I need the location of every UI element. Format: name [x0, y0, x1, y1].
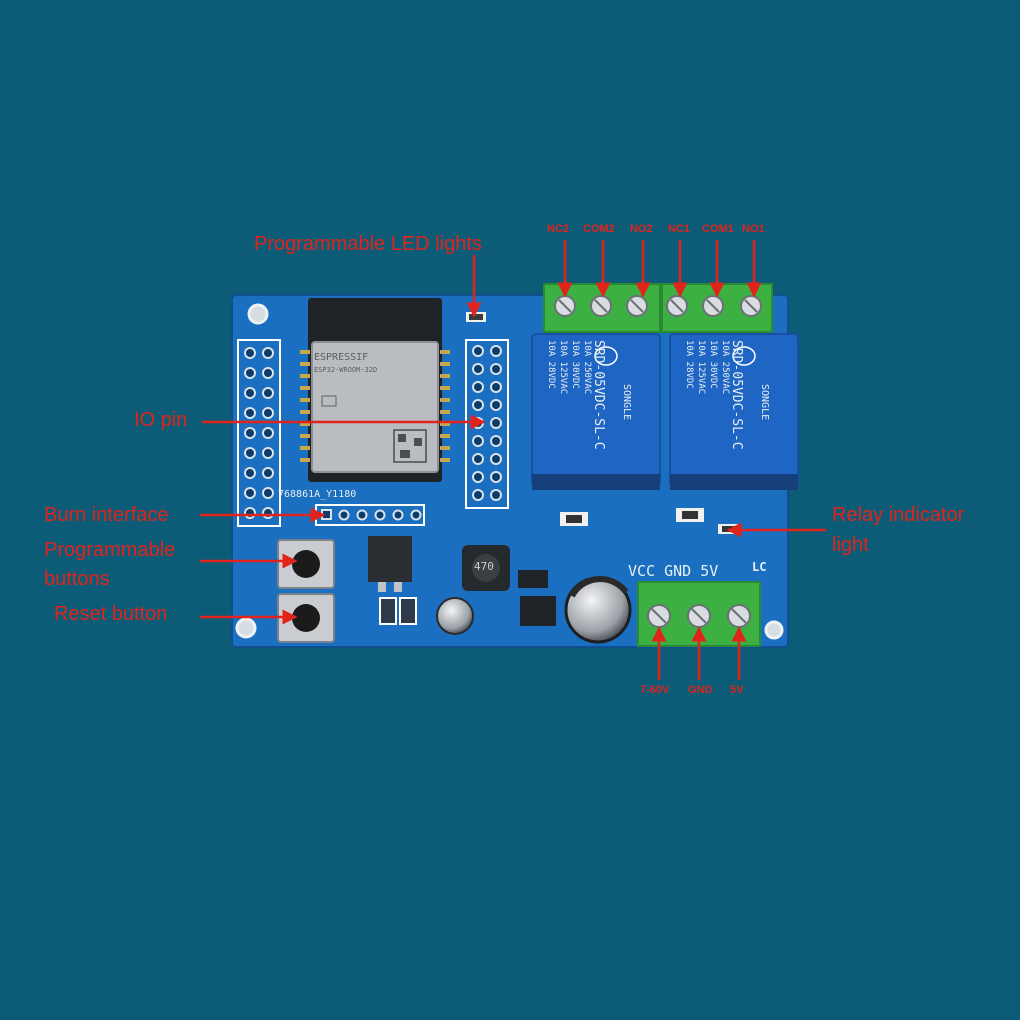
terminal-label-nc2: NC2	[547, 223, 570, 235]
callout-led-lights: Programmable LED lights	[254, 233, 482, 255]
relay-1-rating-d: 10A 28VDC	[684, 340, 694, 389]
relay-2-rating-c: 10A 125VAC	[558, 340, 568, 395]
programmable-leds	[466, 312, 486, 322]
voltage-regulator	[368, 536, 412, 592]
io-pin-header	[465, 339, 509, 509]
esp32-module	[300, 298, 450, 482]
relay-1-rating-b: 10A 30VDC	[708, 340, 718, 389]
left-pin-header	[237, 339, 281, 527]
board-id: 768861A_Y1180	[278, 489, 357, 500]
relay-2-rating-a: 10A 250VAC	[582, 340, 592, 395]
relay-2-rating-d: 10A 28VDC	[546, 340, 556, 389]
inductor-mark: 470	[474, 560, 494, 573]
relay-2-model: SRD-05VDC-SL-C	[591, 340, 606, 450]
driver-ic	[518, 570, 556, 626]
callout-relay-indicator-line1: Relay indicator	[832, 504, 965, 526]
callout-buttons-line1: Programmable	[44, 539, 176, 561]
relay-1-model: SRD-05VDC-SL-C	[729, 340, 744, 450]
relay-1	[669, 333, 799, 490]
terminal-label-no2: NO2	[630, 223, 653, 235]
callout-burn-interface: Burn interface	[44, 504, 169, 526]
power-label-gnd: GND	[688, 684, 713, 696]
relay-indicator-leds	[560, 508, 740, 534]
power-label-vin: 7-60V	[640, 684, 670, 696]
relay-1-rating-a: 10A 250VAC	[720, 340, 730, 395]
power-label-5v: 5V	[730, 684, 744, 696]
module-brand: ESPRESSIF	[314, 352, 369, 363]
module-model: ESP32-WROOM-32D	[314, 366, 378, 374]
callout-relay-indicator-line2: light	[832, 534, 869, 556]
large-electrolytic-capacitor	[564, 576, 632, 644]
annotation-arrows	[200, 240, 826, 680]
terminal-label-com2: COM2	[583, 223, 615, 235]
maker-mark: LC	[752, 560, 767, 574]
burn-interface-header	[315, 504, 425, 526]
relay-2-rating-b: 10A 30VDC	[570, 340, 580, 389]
relay-2-brand: SONGLE	[621, 384, 632, 421]
power-terminal-block	[637, 581, 761, 647]
terminal-label-no1: NO1	[742, 223, 765, 235]
terminal-label-nc1: NC1	[668, 223, 691, 235]
callout-io-pin: IO pin	[134, 409, 188, 431]
reset-button	[277, 593, 335, 643]
callout-buttons-line2: buttons	[44, 568, 110, 590]
callout-reset-button: Reset button	[54, 603, 168, 625]
relay-2	[531, 333, 661, 490]
relay-1-rating-c: 10A 125VAC	[696, 340, 706, 395]
small-electrolytic-capacitor	[436, 597, 474, 635]
relay-terminal-block	[543, 283, 773, 333]
power-inductor	[462, 545, 510, 591]
program-button	[277, 539, 335, 589]
terminal-silk-label: VCC GND 5V	[628, 562, 719, 580]
relay-1-brand: SONGLE	[759, 384, 770, 421]
terminal-label-com1: COM1	[702, 223, 734, 235]
ceramic-capacitors	[379, 597, 417, 625]
